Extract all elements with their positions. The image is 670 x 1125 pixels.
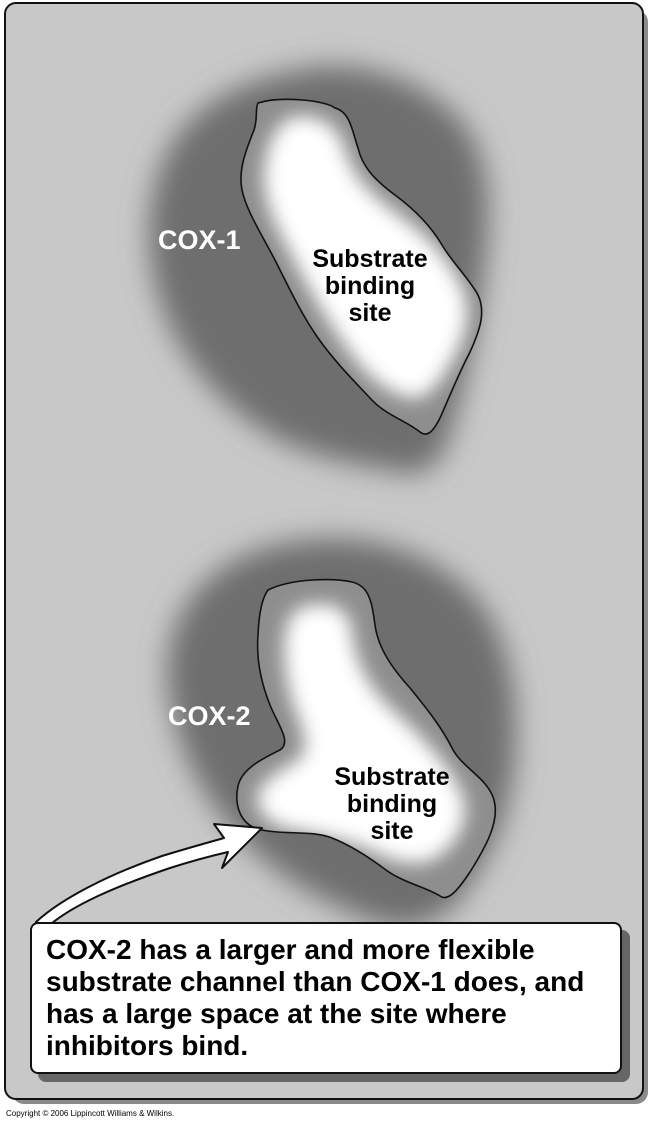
cox2-label: COX-2 xyxy=(168,701,251,731)
cox1-site-label-line2: binding xyxy=(324,272,416,300)
cox1-label: COX-1 xyxy=(158,225,241,255)
cox2-site-label: Substrate binding site xyxy=(312,764,472,845)
cox1-site-label-line3: site xyxy=(348,299,392,327)
callout-box: COX-2 has a larger and more flexible sub… xyxy=(30,922,622,1074)
cox1-site-outline xyxy=(240,98,483,435)
copyright-notice: Copyright © 2006 Lippincott Williams & W… xyxy=(6,1109,175,1118)
callout-text: COX-2 has a larger and more flexible sub… xyxy=(46,934,585,1061)
cox2-site-label-line2: binding xyxy=(346,790,438,818)
callout-arrow xyxy=(35,823,263,931)
cox2-site-label-line3: site xyxy=(370,817,414,845)
cox1-site-label-line1: Substrate xyxy=(312,245,428,273)
cox1-site-label: Substrate binding site xyxy=(290,246,450,327)
cox2-site-outline xyxy=(236,578,497,899)
cox2-site-label-line1: Substrate xyxy=(334,763,450,791)
